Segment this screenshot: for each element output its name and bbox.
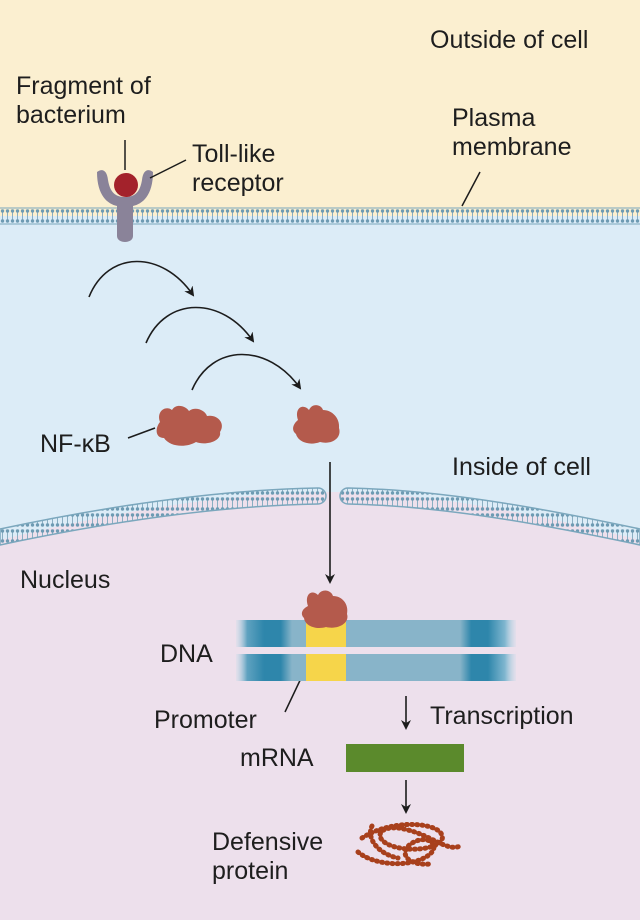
receptor-leader-line <box>149 159 187 179</box>
nucleus-region <box>0 492 640 920</box>
nfkb-protein-bound <box>301 590 348 628</box>
bacterium-fragment-icon <box>114 173 138 197</box>
protein-chain-3 <box>368 823 401 861</box>
protein-chain-1 <box>359 822 463 852</box>
toll-like-receptor-label: Toll-like receptor <box>192 140 284 198</box>
inside-cell-label: Inside of cell <box>452 453 591 481</box>
promoter-region-bottom <box>306 654 346 681</box>
plasma-membrane <box>0 208 640 224</box>
mrna-bar <box>346 744 464 772</box>
nfkb-protein-inactive <box>156 405 222 446</box>
nfkb-leader-line <box>127 427 156 439</box>
defensive-protein-label: Defensive protein <box>212 828 323 886</box>
protein-chain-2 <box>355 837 437 867</box>
cascade-arrow-2 <box>145 306 255 344</box>
bacterium-fragment-label: Fragment of bacterium <box>16 72 151 130</box>
promoter-label: Promoter <box>154 706 257 734</box>
nuclear-envelope-left <box>0 487 327 546</box>
plasma-label-line2: membrane <box>452 133 572 161</box>
receptor-label-line1: Toll-like <box>192 140 276 168</box>
nfkb-label: NF-κB <box>40 430 111 458</box>
toll-like-receptor <box>97 170 153 242</box>
cascade-arrow-3 <box>191 353 302 391</box>
cascade-arrow-1 <box>88 260 195 298</box>
nfkb-protein-active <box>293 405 340 444</box>
fragment-label-line2: bacterium <box>16 101 126 129</box>
mrna-label: mRNA <box>240 744 314 772</box>
nuclear-envelope-right <box>339 487 640 546</box>
dna-strand-top <box>236 620 516 647</box>
plasma-label-line1: Plasma <box>452 104 536 132</box>
fragment-label-line1: Fragment of <box>16 72 151 100</box>
plasma-membrane-label: Plasma membrane <box>452 104 572 162</box>
defensive-label-line1: Defensive <box>212 828 324 856</box>
defensive-protein-icon <box>355 822 463 867</box>
transcription-label: Transcription <box>430 702 574 730</box>
dna-label: DNA <box>160 640 213 668</box>
receptor-label-line2: receptor <box>192 169 284 197</box>
nucleus-label: Nucleus <box>20 566 111 594</box>
defensive-label-line2: protein <box>212 857 289 885</box>
outside-cell-label: Outside of cell <box>430 26 589 54</box>
plasma-leader-line <box>461 171 481 207</box>
dna-strand-bottom <box>236 654 516 681</box>
